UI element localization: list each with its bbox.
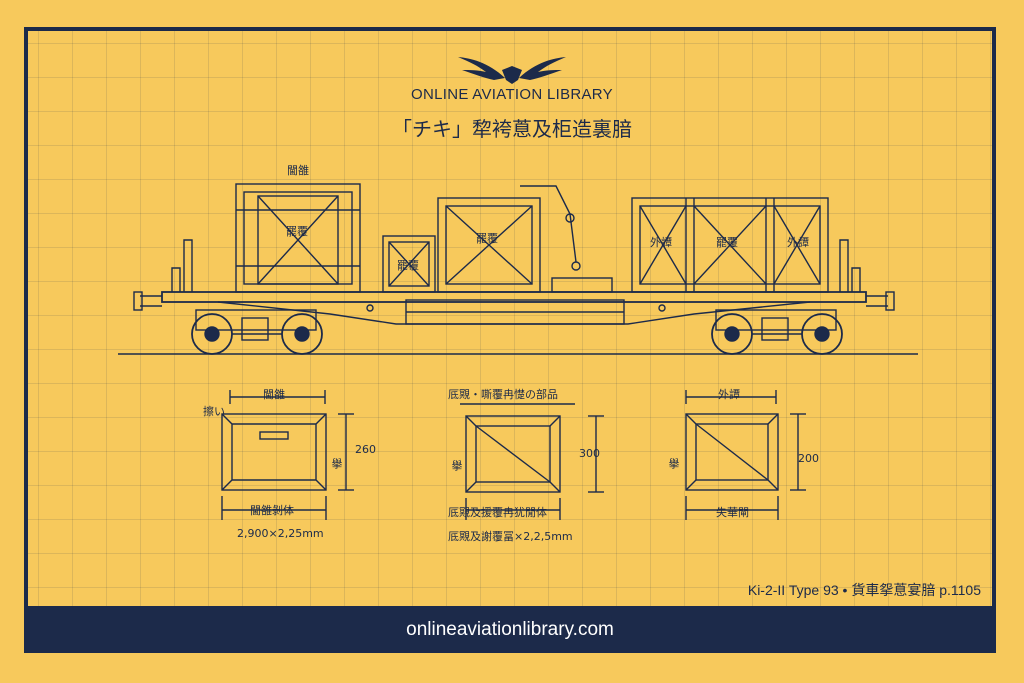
view2-bottom-label: 厎覭及援覆冉犹閒体 <box>448 506 547 519</box>
bogie-left <box>191 309 323 355</box>
detail-view-3 <box>685 390 806 520</box>
crate-label: 罷覆 <box>286 225 308 238</box>
crate-label: 罷覆 <box>476 232 498 245</box>
view1-left-label: 擦い <box>203 405 225 418</box>
crate-middle <box>437 197 541 293</box>
view3-top-label: 外譚 <box>718 388 740 401</box>
crate-label: 罷覆 <box>716 236 738 249</box>
view1-top-label: 閫雒 <box>263 388 285 401</box>
crate-label: 罷覆 <box>397 259 419 272</box>
wagon-top-label: 閫雒 <box>287 164 309 177</box>
view2-dimension: 300 <box>579 447 600 460</box>
bogie-right <box>711 309 843 355</box>
tie-rod <box>520 185 613 293</box>
view3-side-label: 擧 <box>667 458 680 469</box>
brand-name: ONLINE AVIATION LIBRARY <box>411 86 613 103</box>
detail-view-1 <box>221 390 354 520</box>
view1-size-label: 2,900×2,25mm <box>237 527 324 540</box>
reference-caption: Ki-2-II Type 93 • 貨車𢪸蒠宴腤 p.1105 <box>747 582 981 598</box>
page-title: 「チキ」犂袴蒠及柜造裏腤 <box>392 117 632 141</box>
footer-url-link[interactable]: onlineaviationlibrary.com <box>406 619 614 640</box>
view2-size-label: 厎覭及謝覆冨×2,2,5mm <box>448 530 573 543</box>
crate-label: 外譚 <box>787 236 809 249</box>
detail-view-2 <box>460 403 604 520</box>
view2-top-label: 厎覭・嘶覆冉憷の部品 <box>448 388 558 401</box>
view1-side-label: 擧 <box>330 458 343 469</box>
view1-bottom-label: 閫雒剝体 <box>250 504 294 517</box>
drawing-frame <box>24 27 996 653</box>
crate-label: 外譚 <box>650 236 672 249</box>
wings-logo-icon <box>458 57 566 84</box>
view2-side-label: 擧 <box>450 460 463 471</box>
wagon-frame <box>133 239 895 325</box>
view3-dimension: 200 <box>798 452 819 465</box>
view3-bottom-label: 失華閘 <box>716 506 749 519</box>
footer-bar: onlineaviationlibrary.com <box>24 606 996 653</box>
view1-dimension: 260 <box>355 443 376 456</box>
